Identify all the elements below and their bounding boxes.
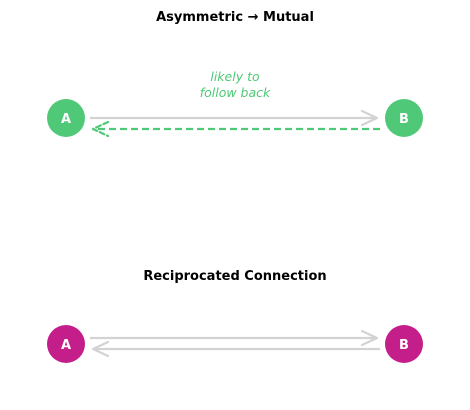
node-a-bottom-label: A: [61, 338, 71, 353]
node-b-top-label: B: [399, 112, 409, 127]
top-panel: Asymmetric → Mutual likely to follow bac…: [47, 10, 423, 138]
follow-arrow-a-to-b: [90, 109, 379, 127]
node-a-top-label: A: [61, 112, 71, 127]
bottom-panel: Reciprocated Connection A B: [47, 269, 423, 363]
connection-arrow-a-to-b: [90, 329, 379, 347]
node-b-bottom-label: B: [399, 338, 409, 353]
node-b-bottom: B: [385, 325, 423, 363]
top-panel-title: Asymmetric → Mutual: [156, 10, 314, 25]
follow-back-annotation-line2: follow back: [200, 85, 271, 100]
node-a-top: A: [47, 99, 85, 137]
connection-arrow-b-to-a: [91, 340, 380, 358]
node-b-top: B: [385, 99, 423, 137]
node-a-bottom: A: [47, 325, 85, 363]
follow-back-annotation-line1: likely to: [210, 69, 260, 84]
bottom-panel-title: Reciprocated Connection: [143, 269, 326, 284]
follow-back-arrow-b-to-a: [91, 120, 380, 138]
